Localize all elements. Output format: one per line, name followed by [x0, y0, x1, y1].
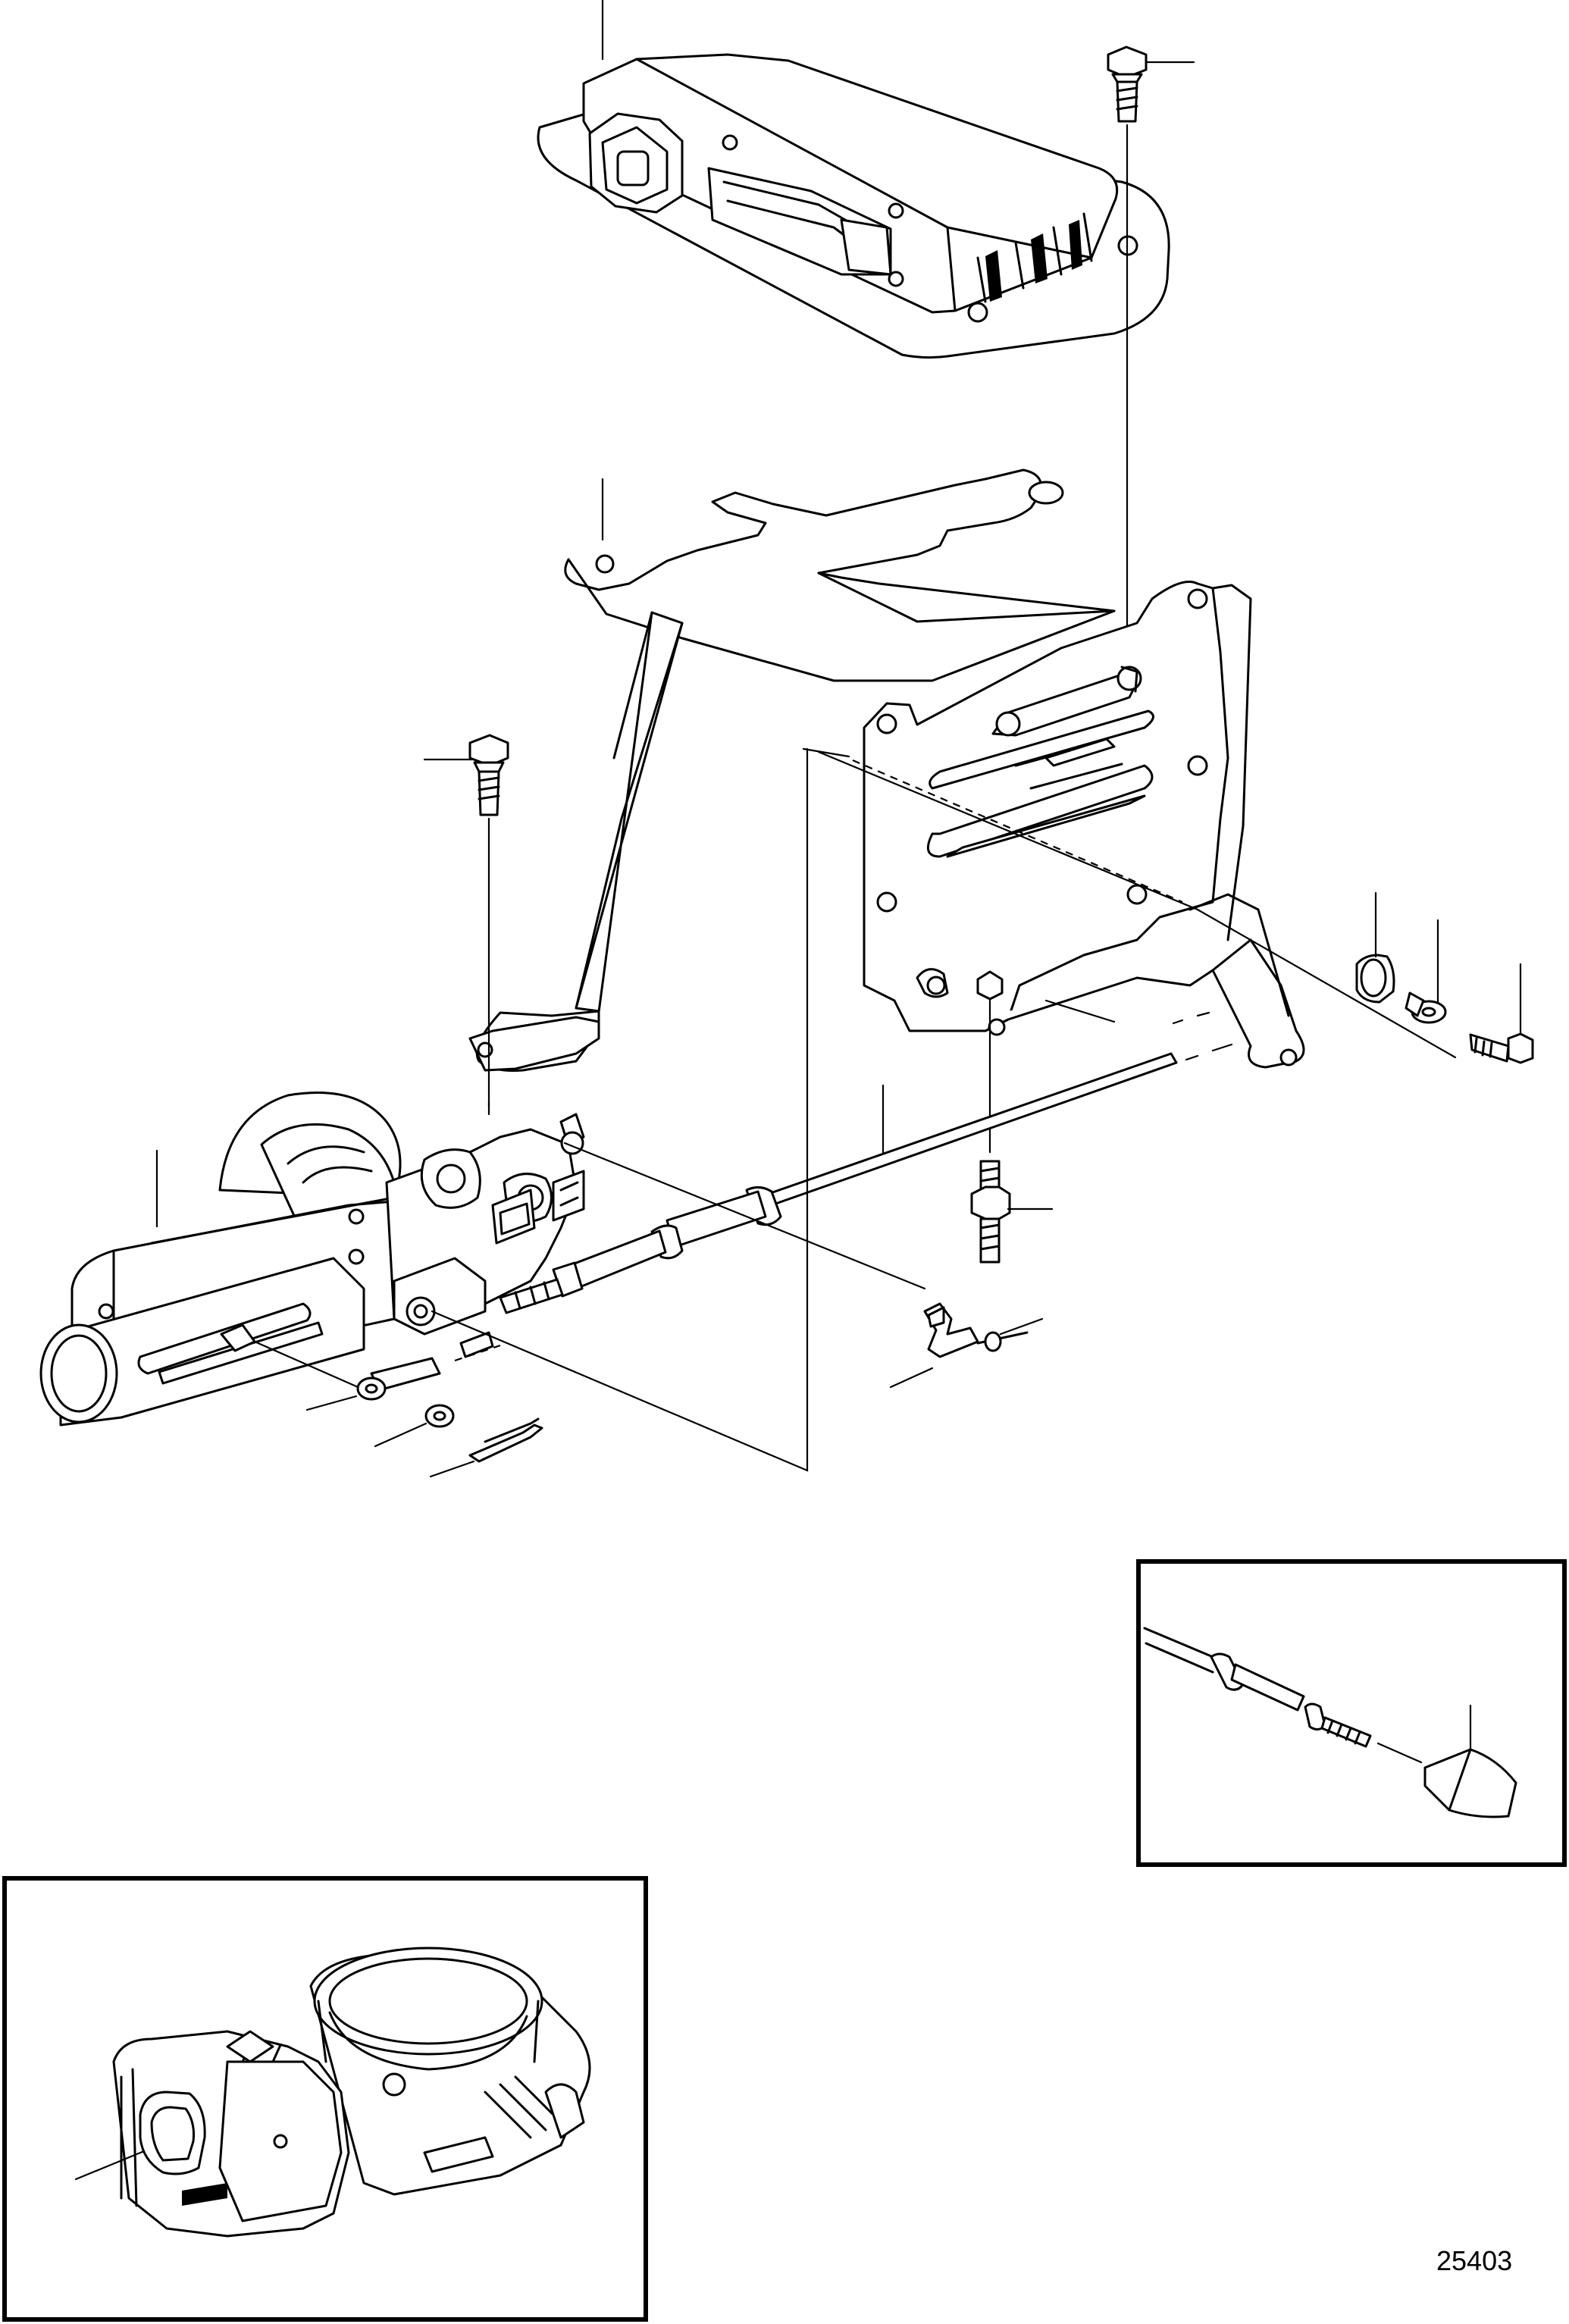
assembly-line-clamp [563, 1142, 926, 1290]
throttle-cable [459, 1011, 1233, 1358]
stud [970, 970, 1054, 1264]
inset-cable-end-cap [1136, 1559, 1567, 1867]
cable-washer [374, 1404, 455, 1448]
bushing-bolt [1469, 963, 1534, 1064]
cable-end-fitting [305, 1357, 441, 1411]
bracket-leader [1044, 999, 1116, 1023]
cotter-pin [429, 1417, 543, 1478]
figure-number: 25403 [1436, 2245, 1513, 2276]
mounting-bracket [468, 468, 1305, 1072]
throttle-actuator [39, 1092, 585, 1427]
control-unit-bolt [1107, 45, 1195, 706]
control-unit [537, 0, 1170, 359]
rubber-bushing [1355, 891, 1395, 1004]
assembly-line-main [431, 747, 809, 1472]
clamp-screw [976, 1317, 1044, 1352]
inset-throttle-body [2, 1876, 648, 2322]
bracket-bolt [423, 734, 509, 1108]
cable-clamp [889, 1302, 979, 1389]
assembly-line-bushing [802, 747, 1457, 1059]
flat-washer [1405, 919, 1447, 1024]
